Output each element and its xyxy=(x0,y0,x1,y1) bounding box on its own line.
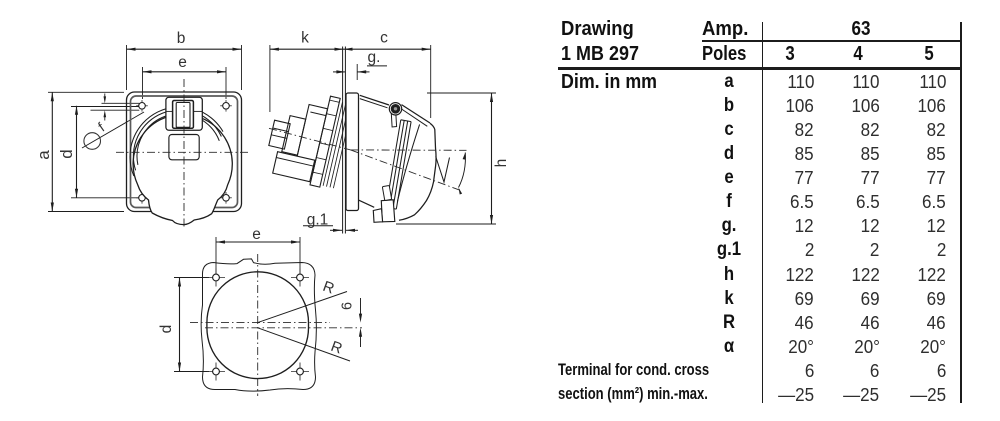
svg-text:c: c xyxy=(380,30,388,47)
svg-text:b: b xyxy=(177,30,186,47)
svg-text:g.: g. xyxy=(368,49,381,66)
svg-text:a: a xyxy=(34,150,53,160)
svg-text:g.1: g.1 xyxy=(307,212,329,229)
svg-text:d: d xyxy=(57,149,76,158)
svg-text:R: R xyxy=(321,278,337,298)
svg-text:d: d xyxy=(158,325,175,334)
svg-text:R: R xyxy=(329,338,345,358)
svg-text:6: 6 xyxy=(340,302,356,310)
svg-text:e: e xyxy=(178,54,187,71)
svg-text:h: h xyxy=(493,159,510,168)
svg-text:f: f xyxy=(95,119,107,134)
svg-text:e: e xyxy=(252,226,261,243)
svg-text:k: k xyxy=(301,30,309,47)
